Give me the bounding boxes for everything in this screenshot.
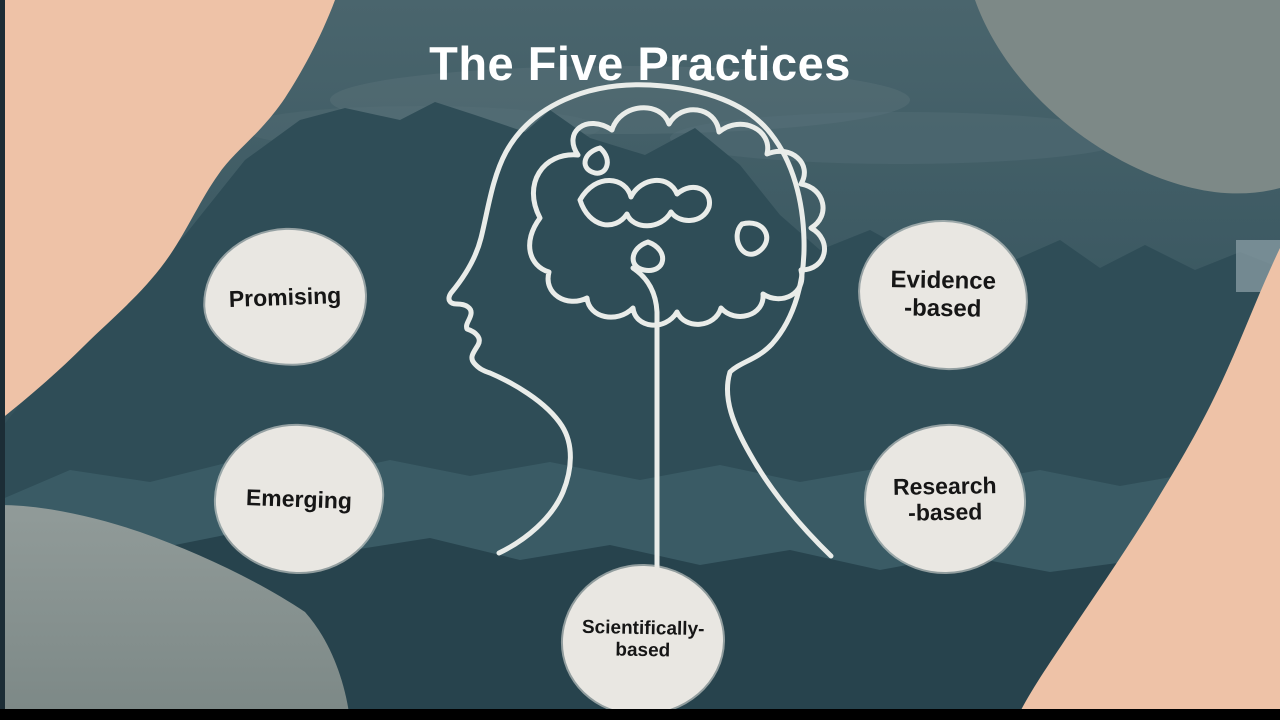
head-outline-face-left xyxy=(446,82,653,556)
screen-edge-strip-left xyxy=(0,0,5,720)
practice-label-line: -based xyxy=(907,498,983,526)
thread-line-to-blob xyxy=(630,265,660,639)
practice-label-line: Research xyxy=(892,471,997,500)
practice-label-line: based xyxy=(615,639,671,662)
letterbox-bar-bottom xyxy=(0,709,1280,720)
brain-scribble-outer xyxy=(527,105,827,328)
practice-label-line: Evidence xyxy=(890,266,997,296)
brain-scribble-inner xyxy=(577,177,712,229)
brain-scribble-loop-right xyxy=(734,220,770,257)
peach-corner-bottom-right xyxy=(1016,248,1280,720)
practice-label-line: Scientifically- xyxy=(581,617,705,641)
brain-scribble-loop-small xyxy=(582,145,610,176)
gray-rock-top-right xyxy=(975,0,1280,194)
slide-title: The Five Practices xyxy=(429,37,851,90)
practice-label-line: -based xyxy=(903,294,982,323)
peach-corner-top-left xyxy=(0,0,335,420)
practice-label: Promising xyxy=(228,281,342,312)
practice-label: Emerging xyxy=(245,483,353,514)
brain-scribble-loop-bottom xyxy=(630,239,666,273)
head-outline-back-right xyxy=(647,82,834,559)
gray-slope-bottom-left xyxy=(0,505,350,720)
